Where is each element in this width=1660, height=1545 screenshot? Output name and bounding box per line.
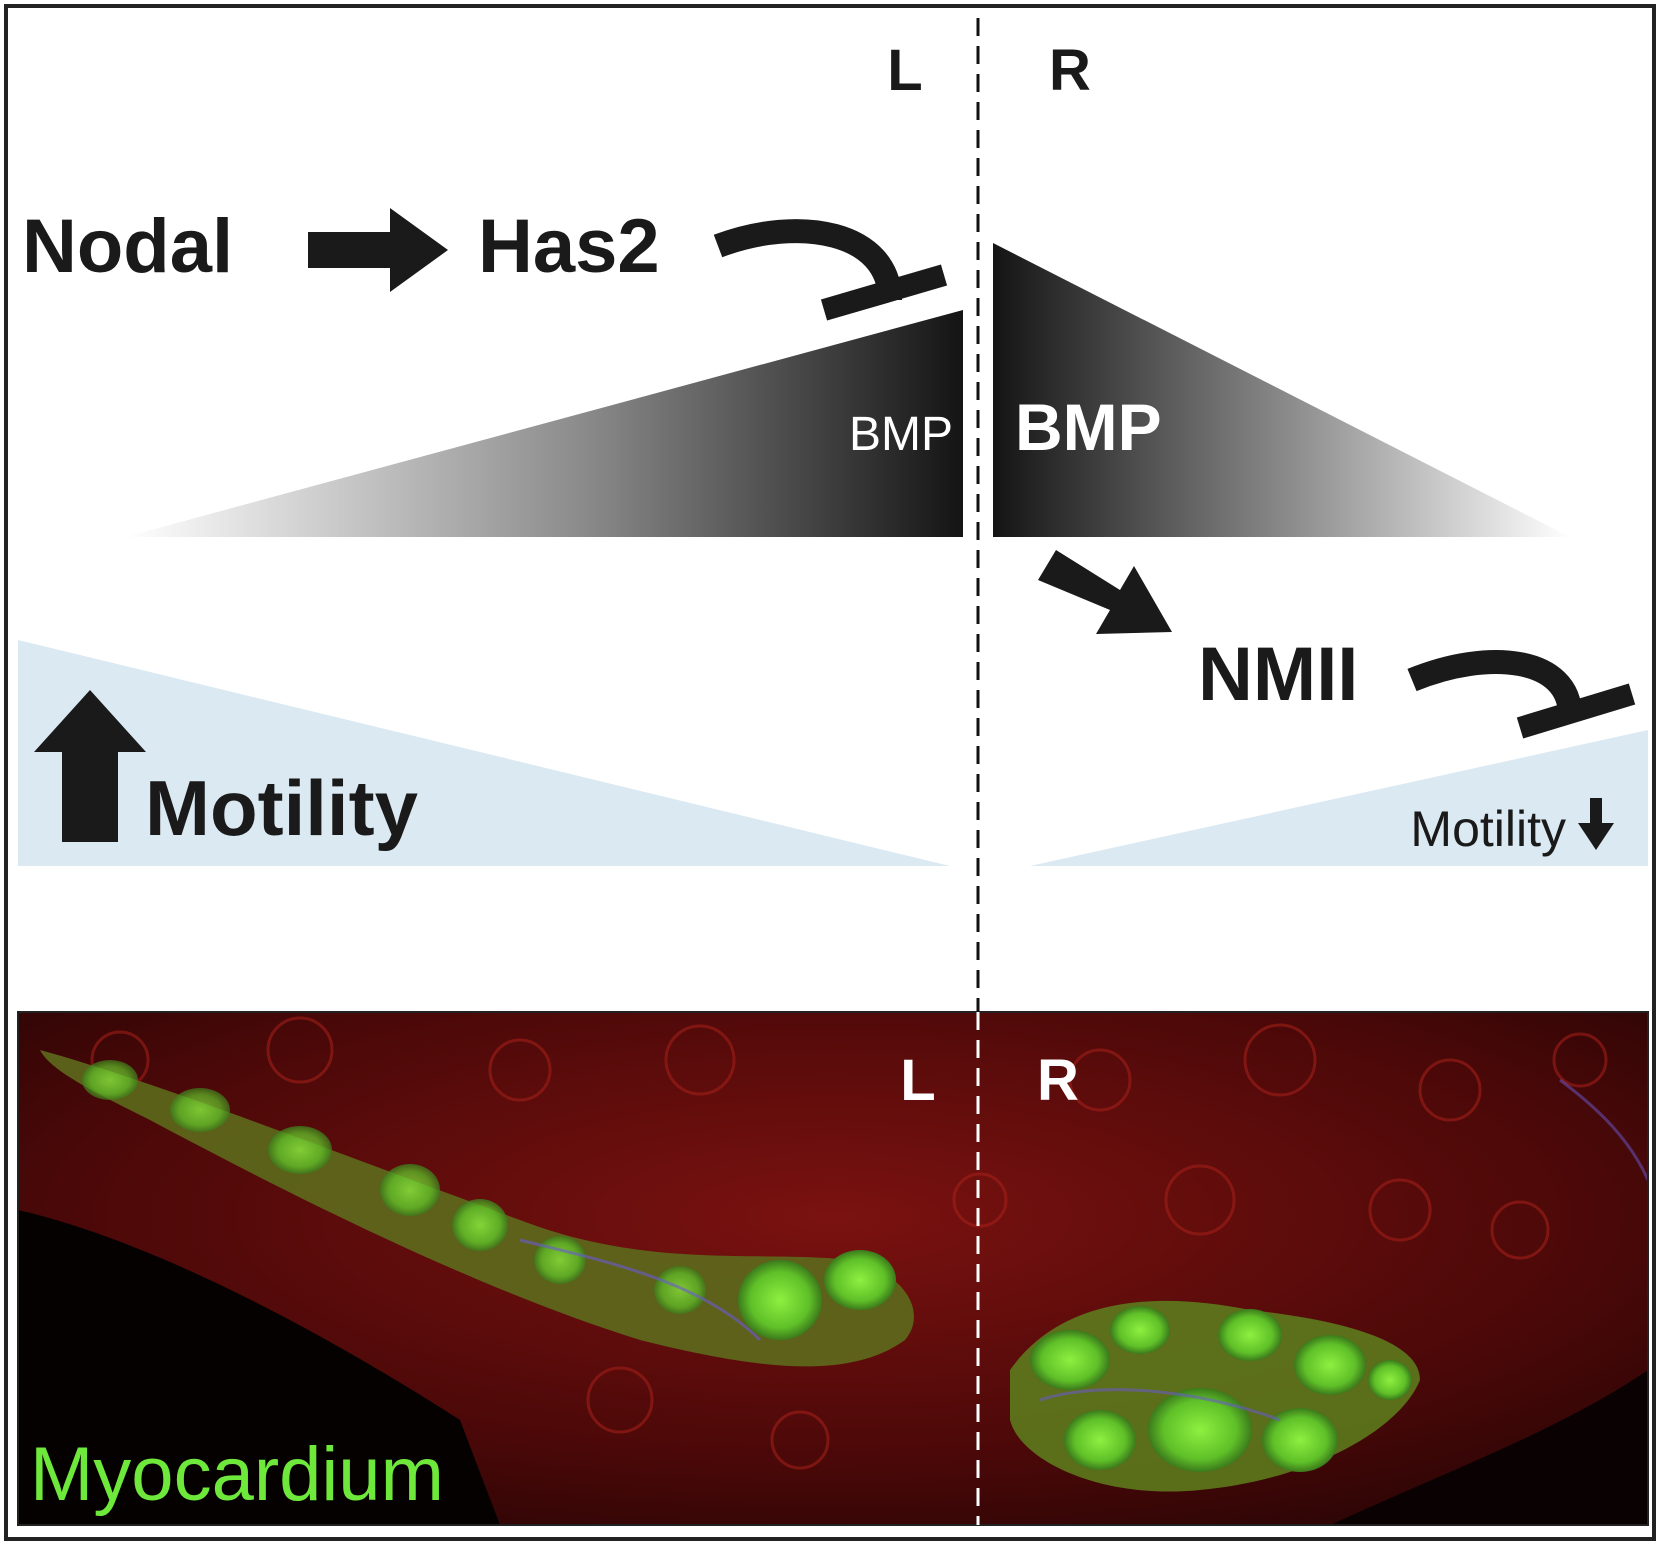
- bmp-left-gradient: [125, 310, 963, 537]
- has2-inhibits-bmp-connector: [713, 219, 902, 301]
- bmp-left-label: BMP: [849, 408, 953, 461]
- myocardium-caption: Myocardium: [30, 1432, 444, 1517]
- nodal-label: Nodal: [22, 204, 233, 289]
- motility-down-arrow-icon: [1578, 798, 1614, 850]
- motility-right-label: Motility: [1410, 801, 1566, 857]
- has2-inhibition-bar-icon: [820, 264, 948, 321]
- top-right-side-label: R: [1049, 38, 1091, 103]
- bmp-right-gradient: [993, 243, 1570, 537]
- micrograph-border: [17, 1011, 1649, 1526]
- bmp-right-label: BMP: [1015, 390, 1162, 464]
- motility-right-triangle: [1030, 730, 1648, 866]
- image-right-side-label: R: [1037, 1048, 1079, 1113]
- top-left-side-label: L: [887, 38, 922, 103]
- motility-up-arrow-icon: [34, 690, 146, 842]
- motility-left-label: Motility: [145, 764, 418, 852]
- bmp-to-nmii-arrow: [1038, 550, 1172, 634]
- nmii-inhibits-motility-connector: [1407, 650, 1582, 717]
- motility-left-triangle: [18, 640, 950, 866]
- nmii-label: NMII: [1198, 632, 1358, 717]
- image-left-side-label: L: [900, 1048, 935, 1113]
- left-myocardium-cells: [82, 1060, 896, 1340]
- micrograph-panel: [18, 1012, 1648, 1525]
- nodal-to-has2-arrow: [308, 208, 448, 292]
- right-myocardium-cells: [1030, 1306, 1412, 1472]
- has2-label: Has2: [478, 204, 660, 289]
- nmii-inhibition-bar-icon: [1516, 683, 1636, 739]
